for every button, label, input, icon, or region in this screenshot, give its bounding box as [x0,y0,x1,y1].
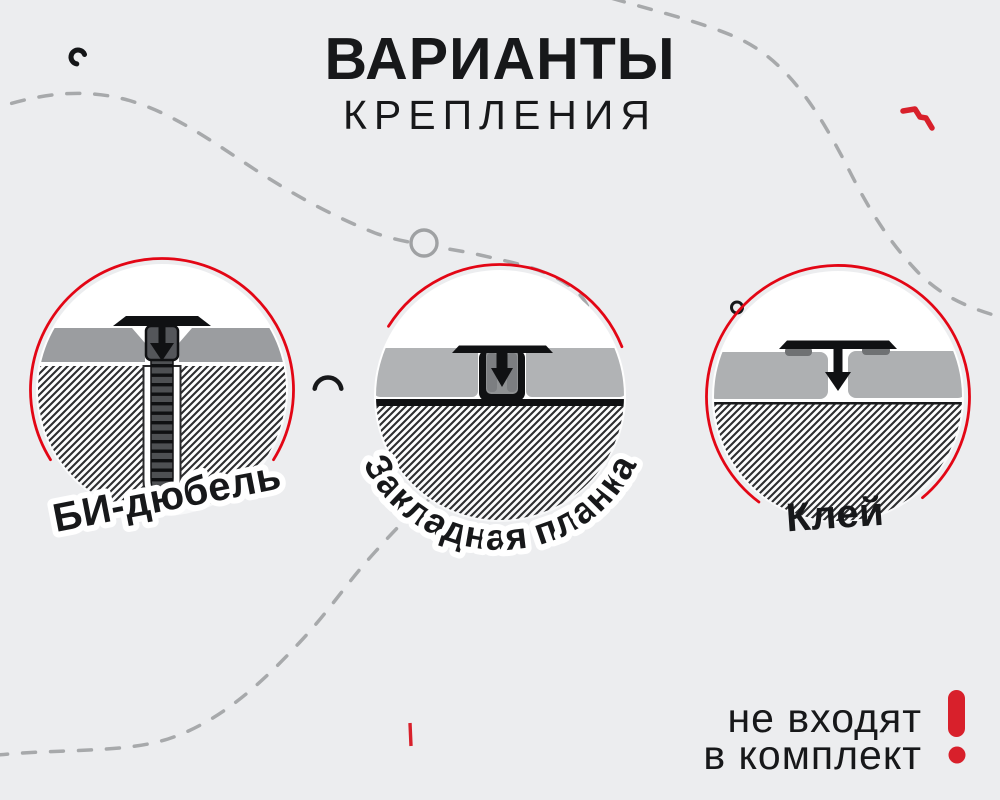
u-channel-tooth-left [487,353,497,392]
exclamation-bar [948,690,965,737]
panel-left [38,328,145,362]
press-arrow-head [825,372,851,391]
comma-mark-decoration [68,47,88,67]
dashed-flow-line-right [611,0,1000,319]
u-channel-tooth-right [507,353,517,392]
ring-outline-decoration [409,228,439,258]
red-ring-arc [705,264,971,504]
option-circle-bi-dowel: БИ-дюбель [29,257,295,547]
panel-left [714,352,828,399]
press-arrow-shaft [833,349,843,374]
panel-left [376,348,478,397]
note-line-1: не входят [727,695,922,741]
option-circle-glue: Клей [705,264,971,541]
tick-mark-decoration [408,722,413,747]
t-profile-top [113,316,211,326]
red-ring-arc [387,263,624,349]
exclamation-icon [948,690,966,764]
base-top-line [714,402,962,405]
dowel-shaft [150,357,174,497]
not-included-note: не входят в комплект [703,695,922,778]
t-profile-top [452,345,553,353]
arc-mark-decoration [312,375,344,391]
bi-dowel-diagram [38,316,286,504]
press-arrow-head [150,343,174,361]
panel-right [179,328,286,362]
exclamation-dot [948,746,966,764]
zigzag-mark-decoration [900,106,935,131]
press-arrow-shaft [158,326,166,345]
press-arrow-shaft [496,351,508,370]
note-line-2: в комплект [703,732,922,778]
base-top-line [376,399,624,406]
panel-right [848,351,962,398]
panel-right [526,348,624,397]
press-arrow-head [491,368,513,387]
t-profile-top [779,340,897,349]
red-ring-arc [29,257,295,462]
glue-pad-left [785,347,812,356]
option-label-glue: Клей [785,490,886,541]
